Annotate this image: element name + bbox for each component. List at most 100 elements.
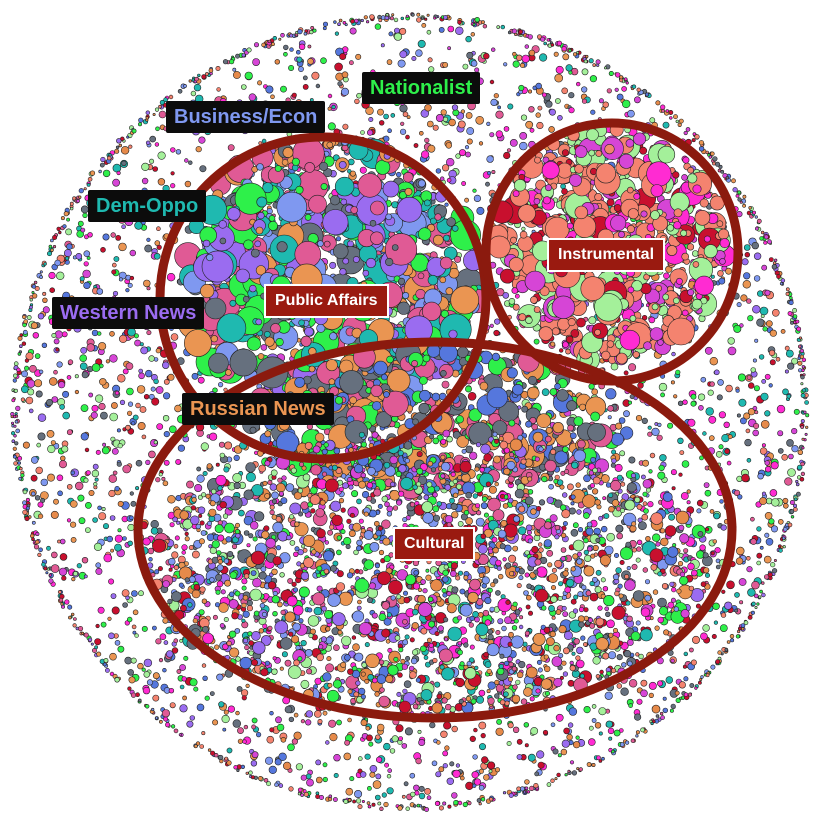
network-node xyxy=(396,171,402,178)
network-node xyxy=(37,513,44,519)
network-node xyxy=(229,59,235,65)
network-node xyxy=(335,236,341,242)
network-node xyxy=(184,158,189,163)
network-node xyxy=(771,264,778,270)
network-node xyxy=(237,738,243,744)
network-node xyxy=(785,349,794,358)
network-node xyxy=(717,379,724,386)
network-node xyxy=(619,742,625,747)
network-node xyxy=(84,447,90,453)
network-node xyxy=(494,481,499,487)
network-node xyxy=(214,752,219,758)
network-node xyxy=(77,625,84,632)
network-node xyxy=(735,193,740,198)
network-node xyxy=(266,781,271,787)
network-node xyxy=(715,659,721,665)
network-node xyxy=(359,166,367,174)
network-node xyxy=(347,717,352,723)
network-node xyxy=(455,153,461,159)
network-node xyxy=(432,234,444,246)
network-node xyxy=(677,437,684,444)
network-node xyxy=(446,177,452,183)
network-node xyxy=(465,151,471,158)
network-node xyxy=(630,738,636,743)
network-node xyxy=(761,264,768,271)
network-node xyxy=(384,762,389,768)
network-node xyxy=(354,98,360,105)
network-node xyxy=(690,393,697,400)
network-node xyxy=(182,695,187,701)
network-node xyxy=(70,537,77,543)
network-node xyxy=(165,722,171,728)
network-node xyxy=(356,798,362,804)
network-node xyxy=(576,767,580,771)
network-node xyxy=(153,440,158,445)
network-node xyxy=(730,638,735,643)
network-node xyxy=(241,689,249,697)
network-node xyxy=(391,13,395,17)
network-node xyxy=(592,544,599,552)
network-node xyxy=(118,143,123,148)
network-node xyxy=(641,417,648,425)
network-node xyxy=(636,698,643,705)
network-node xyxy=(483,52,490,60)
network-node xyxy=(736,413,741,418)
network-node xyxy=(487,761,496,770)
network-node xyxy=(715,564,721,570)
network-node xyxy=(623,370,629,376)
network-node xyxy=(472,783,477,788)
network-node xyxy=(801,446,805,450)
network-node xyxy=(423,655,429,660)
network-node xyxy=(380,43,385,48)
network-node xyxy=(212,387,218,393)
network-node xyxy=(143,394,150,400)
network-node xyxy=(478,802,482,806)
network-node xyxy=(743,620,749,626)
network-node xyxy=(745,428,751,434)
network-node xyxy=(13,361,19,367)
network-node xyxy=(73,571,79,577)
network-node xyxy=(762,326,768,332)
network-node xyxy=(776,404,786,414)
network-node xyxy=(631,563,638,570)
network-node xyxy=(503,151,511,160)
network-node xyxy=(761,491,767,496)
network-node xyxy=(377,108,384,116)
network-node xyxy=(598,98,604,104)
network-node xyxy=(340,87,349,96)
network-node xyxy=(73,617,77,621)
network-node xyxy=(771,308,780,317)
network-node xyxy=(13,461,18,466)
network-node xyxy=(116,138,122,144)
network-node xyxy=(478,743,486,751)
network-node xyxy=(714,547,721,554)
network-node xyxy=(772,261,777,265)
network-node xyxy=(404,727,413,736)
network-node xyxy=(660,392,665,398)
network-node xyxy=(712,156,718,162)
network-node xyxy=(132,609,139,616)
network-node xyxy=(698,680,702,685)
network-node xyxy=(116,428,121,433)
network-node xyxy=(98,169,102,174)
network-node xyxy=(786,439,794,447)
network-node xyxy=(96,651,102,657)
network-node xyxy=(278,37,282,41)
network-node xyxy=(760,230,765,235)
network-node xyxy=(153,378,159,385)
network-node xyxy=(183,84,187,88)
network-node xyxy=(31,290,35,294)
network-node xyxy=(760,314,765,319)
network-node xyxy=(790,515,795,519)
network-node xyxy=(744,252,750,258)
network-node xyxy=(114,148,120,154)
network-node xyxy=(315,791,320,796)
network-node xyxy=(59,404,65,410)
network-node xyxy=(22,489,28,495)
network-node xyxy=(333,644,340,652)
network-node xyxy=(279,666,284,671)
network-node xyxy=(223,709,229,715)
network-node xyxy=(350,18,355,24)
network-node xyxy=(607,415,612,420)
network-node xyxy=(152,694,160,702)
